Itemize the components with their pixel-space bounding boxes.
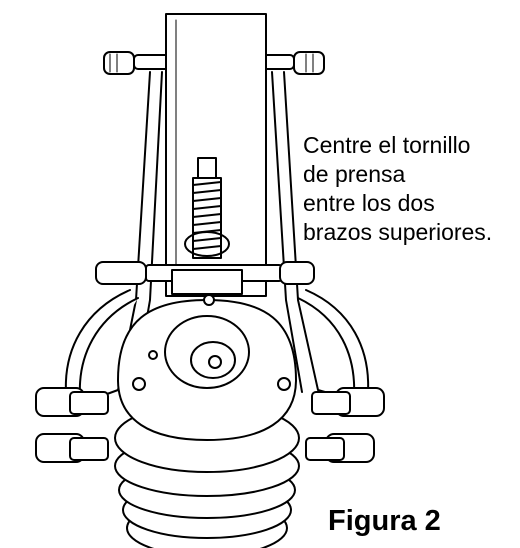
instruction-caption: Centre el tornillo de prensa entre los d… <box>303 131 492 247</box>
caption-line: entre los dos <box>303 190 435 216</box>
spring-strut <box>114 294 300 548</box>
caption-line: Centre el tornillo <box>303 132 471 158</box>
caption-line: de prensa <box>303 161 406 187</box>
side-arms <box>64 71 370 399</box>
lower-jaws <box>35 387 385 463</box>
figure-label: Figura 2 <box>328 505 441 537</box>
middle-crossbar <box>95 261 315 295</box>
press-screw <box>184 157 230 259</box>
caption-line: brazos superiores. <box>303 219 493 245</box>
